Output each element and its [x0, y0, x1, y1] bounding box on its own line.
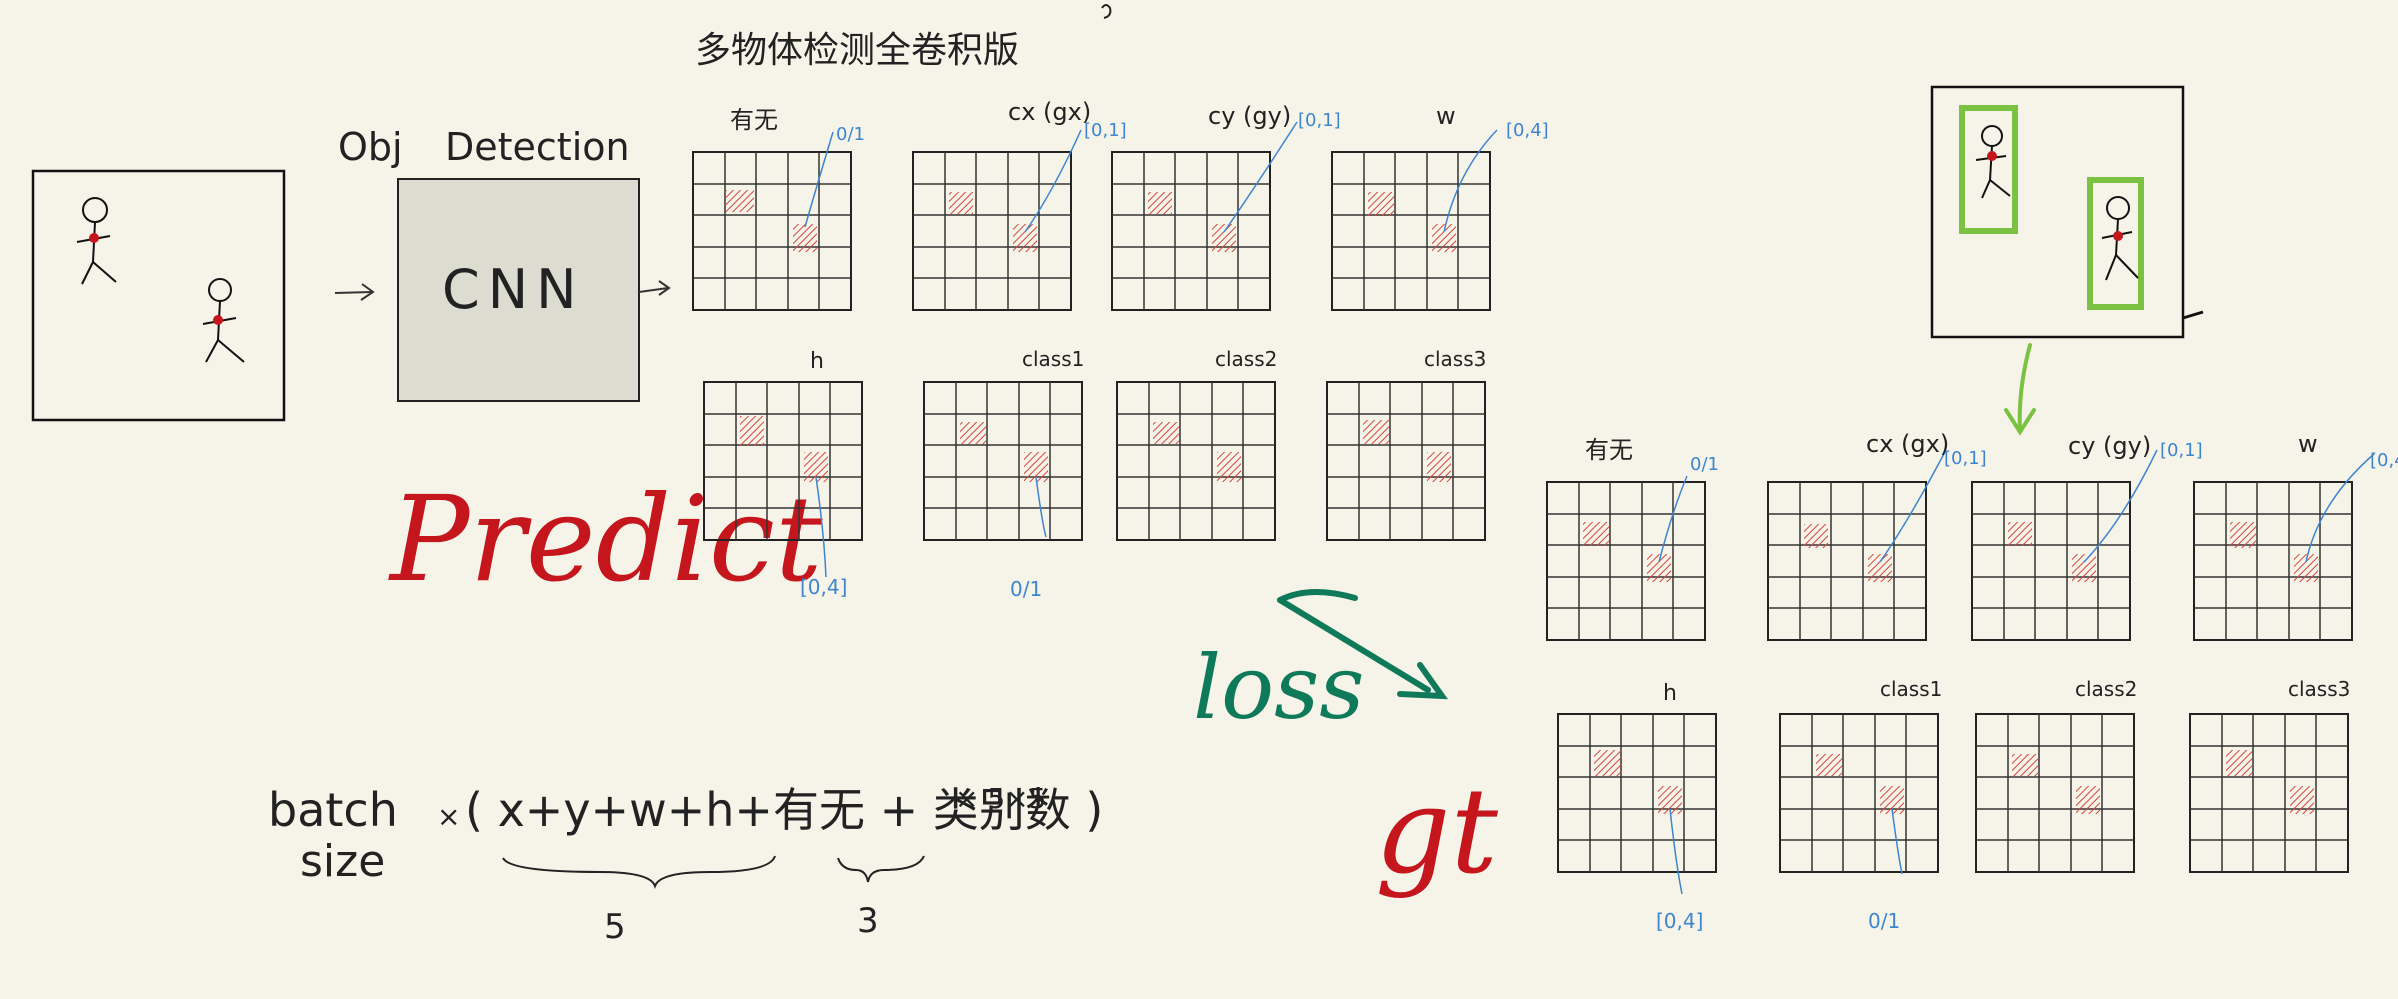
range-w-gt: [0,4]: [2370, 450, 2398, 471]
label-w-gt: w: [2298, 430, 2318, 458]
tensor-shape-formula: batch size × ( x+y+w+h+有无 + 类别数 ) × 5×5 …: [268, 782, 1103, 947]
stick-figure-1: [76, 197, 117, 285]
range-cy-gt: [0,1]: [2160, 440, 2203, 461]
page-title: 多物体检测全卷积版: [695, 30, 1019, 71]
label-cx-gt: cx (gx): [1866, 430, 1949, 458]
grid-class1-predict: [923, 381, 1083, 541]
arrow-to-cnn: [334, 283, 375, 301]
label-objectness-predict: 有无: [730, 106, 778, 134]
grid-class3-gt: [2189, 713, 2349, 873]
grid-class1-gt: [1779, 713, 1939, 875]
brace-classes-value: 3: [857, 901, 879, 941]
gt-bbox-2: [2087, 177, 2144, 310]
cnn-box: [397, 178, 640, 402]
grid-cx-predict: [912, 129, 1082, 311]
gt-arrow-down: [2004, 343, 2036, 436]
label-objectness-gt: 有无: [1585, 436, 1633, 464]
range-h-gt: [0,4]: [1656, 909, 1703, 933]
brace-classes: [837, 855, 925, 883]
grid-cy-gt: [1971, 449, 2158, 641]
label-cx-predict: cx (gx): [1008, 98, 1091, 126]
label-w-predict: w: [1436, 102, 1456, 130]
predict-grids: [692, 121, 1498, 578]
grid-objectness-gt: [1546, 475, 1706, 641]
range-cy-predict: [0,1]: [1298, 110, 1341, 131]
label-class1-predict: class1: [1022, 347, 1084, 371]
label-h-gt: h: [1663, 681, 1677, 706]
gt-figure-2: [2101, 196, 2139, 281]
label-class1-gt: class1: [1880, 677, 1942, 701]
label-cy-predict: cy (gy): [1208, 102, 1291, 130]
formula-grid: × 5×5: [955, 782, 1046, 815]
input-image: [31, 169, 286, 422]
detection-label: Detection: [445, 125, 630, 169]
range-cx-predict: [0,1]: [1084, 120, 1127, 141]
label-cy-gt: cy (gy): [2068, 432, 2151, 460]
obj-label: Obj: [338, 125, 403, 169]
label-class3-gt: class3: [2288, 677, 2350, 701]
label-class3-predict: class3: [1424, 347, 1486, 371]
gt-grids: [1546, 449, 2375, 895]
arrow-to-grids: [638, 280, 671, 296]
stick-figure-2: [202, 278, 245, 363]
scribble-mark: [1101, 4, 1112, 19]
formula-multiply: ×: [437, 800, 460, 833]
grid-h-predict: [703, 381, 863, 578]
gt-bbox-1: [1959, 105, 2018, 234]
gt-label: gt: [1375, 762, 1499, 900]
grid-class2-gt: [1975, 713, 2135, 873]
range-objectness-predict: 0/1: [836, 124, 865, 145]
brace-coords: [502, 855, 776, 889]
label-h-predict: h: [810, 349, 824, 374]
cnn-label: CNN: [442, 258, 585, 321]
brace-coords-value: 5: [604, 907, 626, 947]
grid-h-gt: [1557, 713, 1717, 895]
grid-class3-predict: [1326, 381, 1486, 541]
range-class-predict: 0/1: [1010, 577, 1042, 601]
grid-objectness-predict: [692, 131, 852, 311]
range-objectness-gt: 0/1: [1690, 454, 1719, 475]
grid-w-predict: [1331, 129, 1498, 311]
grid-cy-predict: [1111, 121, 1298, 311]
gt-figure-1: [1975, 125, 2011, 199]
label-class2-gt: class2: [2075, 677, 2137, 701]
loss-label: loss: [1193, 636, 1364, 739]
range-cx-gt: [0,1]: [1944, 448, 1987, 469]
label-class2-predict: class2: [1215, 347, 1277, 371]
range-w-predict: [0,4]: [1506, 120, 1549, 141]
formula-size: size: [300, 836, 385, 887]
loss-arrow: [1277, 588, 1449, 700]
formula-batch: batch: [268, 783, 398, 837]
formula-terms: ( x+y+w+h+有无 + 类别数 ): [465, 783, 1103, 837]
range-h-predict: [0,4]: [800, 575, 847, 599]
grid-class2-predict: [1116, 381, 1276, 541]
gt-image: [1930, 85, 2204, 339]
grid-cx-gt: [1767, 449, 1947, 641]
range-class-gt: 0/1: [1868, 909, 1900, 933]
grid-w-gt: [2193, 453, 2375, 641]
